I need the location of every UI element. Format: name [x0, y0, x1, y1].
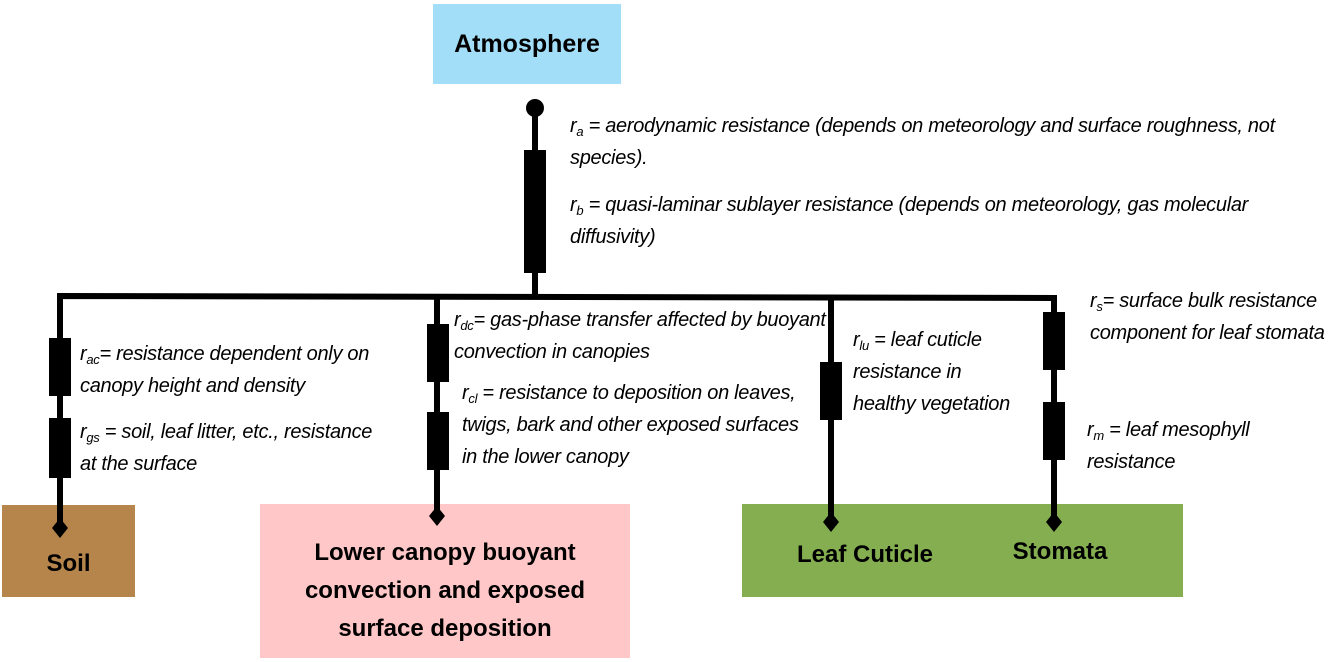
- label-rdc: rdc= gas-phase transfer affected by buoy…: [454, 309, 826, 363]
- label-rac: rac= resistance dependent only on canopy…: [80, 343, 370, 397]
- vegetation-node: [742, 504, 1183, 597]
- cuticle-terminal: [823, 512, 839, 532]
- stomata-label: Stomata: [1012, 538, 1108, 565]
- resistor-rm: [1043, 402, 1065, 460]
- resistor-rlu: [820, 362, 842, 420]
- label-rm: rm = leaf mesophyll resistance: [1087, 419, 1250, 473]
- resistor-rac: [49, 338, 71, 396]
- resistor-rdc: [427, 324, 449, 382]
- atmosphere-node: Atmosphere: [433, 4, 621, 84]
- resistor-rb: [524, 194, 546, 273]
- lower-canopy-node: Lower canopy buoyant convection and expo…: [260, 504, 630, 658]
- label-rb: rb = quasi-laminar sublayer resistance (…: [570, 194, 1249, 248]
- resistor-rcl: [427, 412, 449, 470]
- label-rs: rs= surface bulk resistance component fo…: [1090, 290, 1325, 344]
- resistor-rs: [1043, 312, 1065, 370]
- atmosphere-terminal: [526, 99, 544, 117]
- canopy-terminal: [429, 506, 445, 526]
- soil-terminal: [52, 518, 68, 538]
- label-ra: ra = aerodynamic resistance (depends on …: [570, 115, 1275, 169]
- stomata-terminal: [1046, 512, 1062, 532]
- label-rcl: rcl = resistance to deposition on leaves…: [462, 382, 799, 468]
- leaf-cuticle-label: Leaf Cuticle: [796, 541, 934, 568]
- label-rgs: rgs = soil, leaf litter, etc., resistanc…: [80, 421, 373, 475]
- resistor-rgs: [49, 418, 71, 478]
- label-rlu: rlu = leaf cuticle resistance in healthy…: [853, 329, 1010, 415]
- soil-node: Soil: [2, 505, 135, 597]
